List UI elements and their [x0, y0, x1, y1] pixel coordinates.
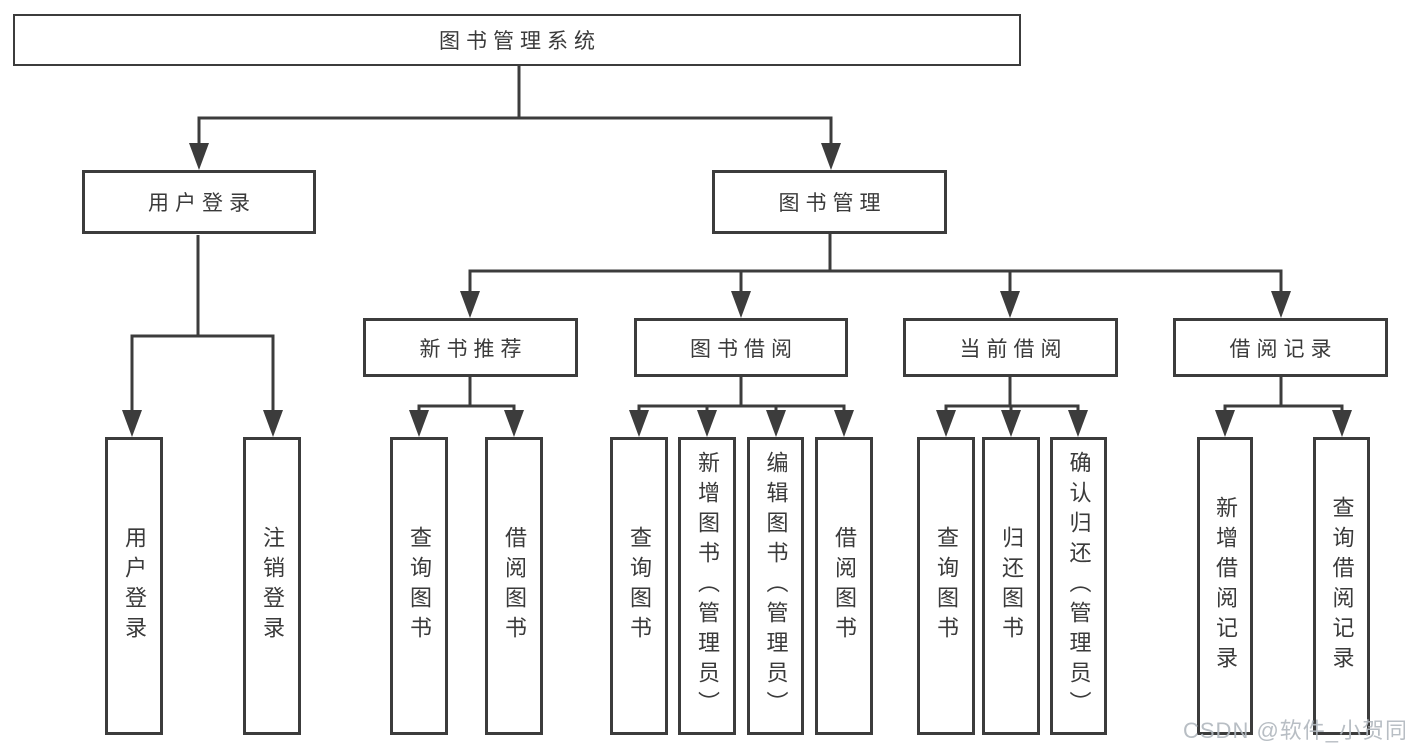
node-label: 图书借阅 [690, 337, 798, 361]
node-label: 新书推荐 [419, 337, 528, 361]
leaf-query-books-recommend: 查询图书 [390, 437, 448, 735]
node-label: 图书管理系统 [439, 30, 601, 53]
leaf-label: 用户登录 [122, 526, 147, 646]
node-label: 借阅记录 [1229, 337, 1338, 361]
leaf-label: 查询图书 [934, 526, 959, 646]
leaf-label: 借阅图书 [832, 526, 857, 646]
leaf-user-login: 用户登录 [105, 437, 163, 735]
node-new-book-recommend: 新书推荐 [363, 318, 578, 377]
leaf-label: 新增图书（管理员） [695, 451, 720, 721]
leaf-label: 查询图书 [627, 526, 652, 646]
leaf-borrow-books: 借阅图书 [815, 437, 873, 735]
leaf-edit-book-admin: 编辑图书（管理员） [747, 437, 804, 735]
node-user-login: 用户登录 [82, 170, 316, 234]
leaf-label: 查询图书 [407, 526, 432, 646]
node-library-management-system: 图书管理系统 [13, 14, 1021, 66]
csdn-watermark: CSDN @软件_小贺同学 [1183, 718, 1405, 743]
node-label: 当前借阅 [959, 337, 1068, 361]
leaf-add-book-admin: 新增图书（管理员） [678, 437, 736, 735]
node-label: 用户登录 [148, 192, 256, 215]
node-label: 图书管理 [778, 192, 887, 215]
leaf-label: 查询借阅记录 [1329, 496, 1355, 676]
leaf-label: 编辑图书（管理员） [763, 451, 789, 721]
leaf-label: 归还图书 [999, 526, 1024, 646]
leaf-query-books-current: 查询图书 [917, 437, 975, 735]
leaf-label: 确认归还（管理员） [1066, 451, 1092, 721]
leaf-label: 借阅图书 [502, 526, 527, 646]
leaf-query-borrow-record: 查询借阅记录 [1313, 437, 1370, 735]
node-borrow-records: 借阅记录 [1173, 318, 1388, 377]
leaf-logout: 注销登录 [243, 437, 301, 735]
node-book-borrow: 图书借阅 [634, 318, 848, 377]
node-book-management: 图书管理 [712, 170, 947, 234]
leaf-label: 注销登录 [260, 526, 285, 646]
leaf-return-book: 归还图书 [982, 437, 1040, 735]
node-current-borrow: 当前借阅 [903, 318, 1118, 377]
leaf-label: 新增借阅记录 [1213, 496, 1238, 676]
leaf-query-books-borrow: 查询图书 [610, 437, 668, 735]
leaf-confirm-return-admin: 确认归还（管理员） [1050, 437, 1107, 735]
leaf-borrow-books-recommend: 借阅图书 [485, 437, 543, 735]
leaf-add-borrow-record: 新增借阅记录 [1197, 437, 1253, 735]
